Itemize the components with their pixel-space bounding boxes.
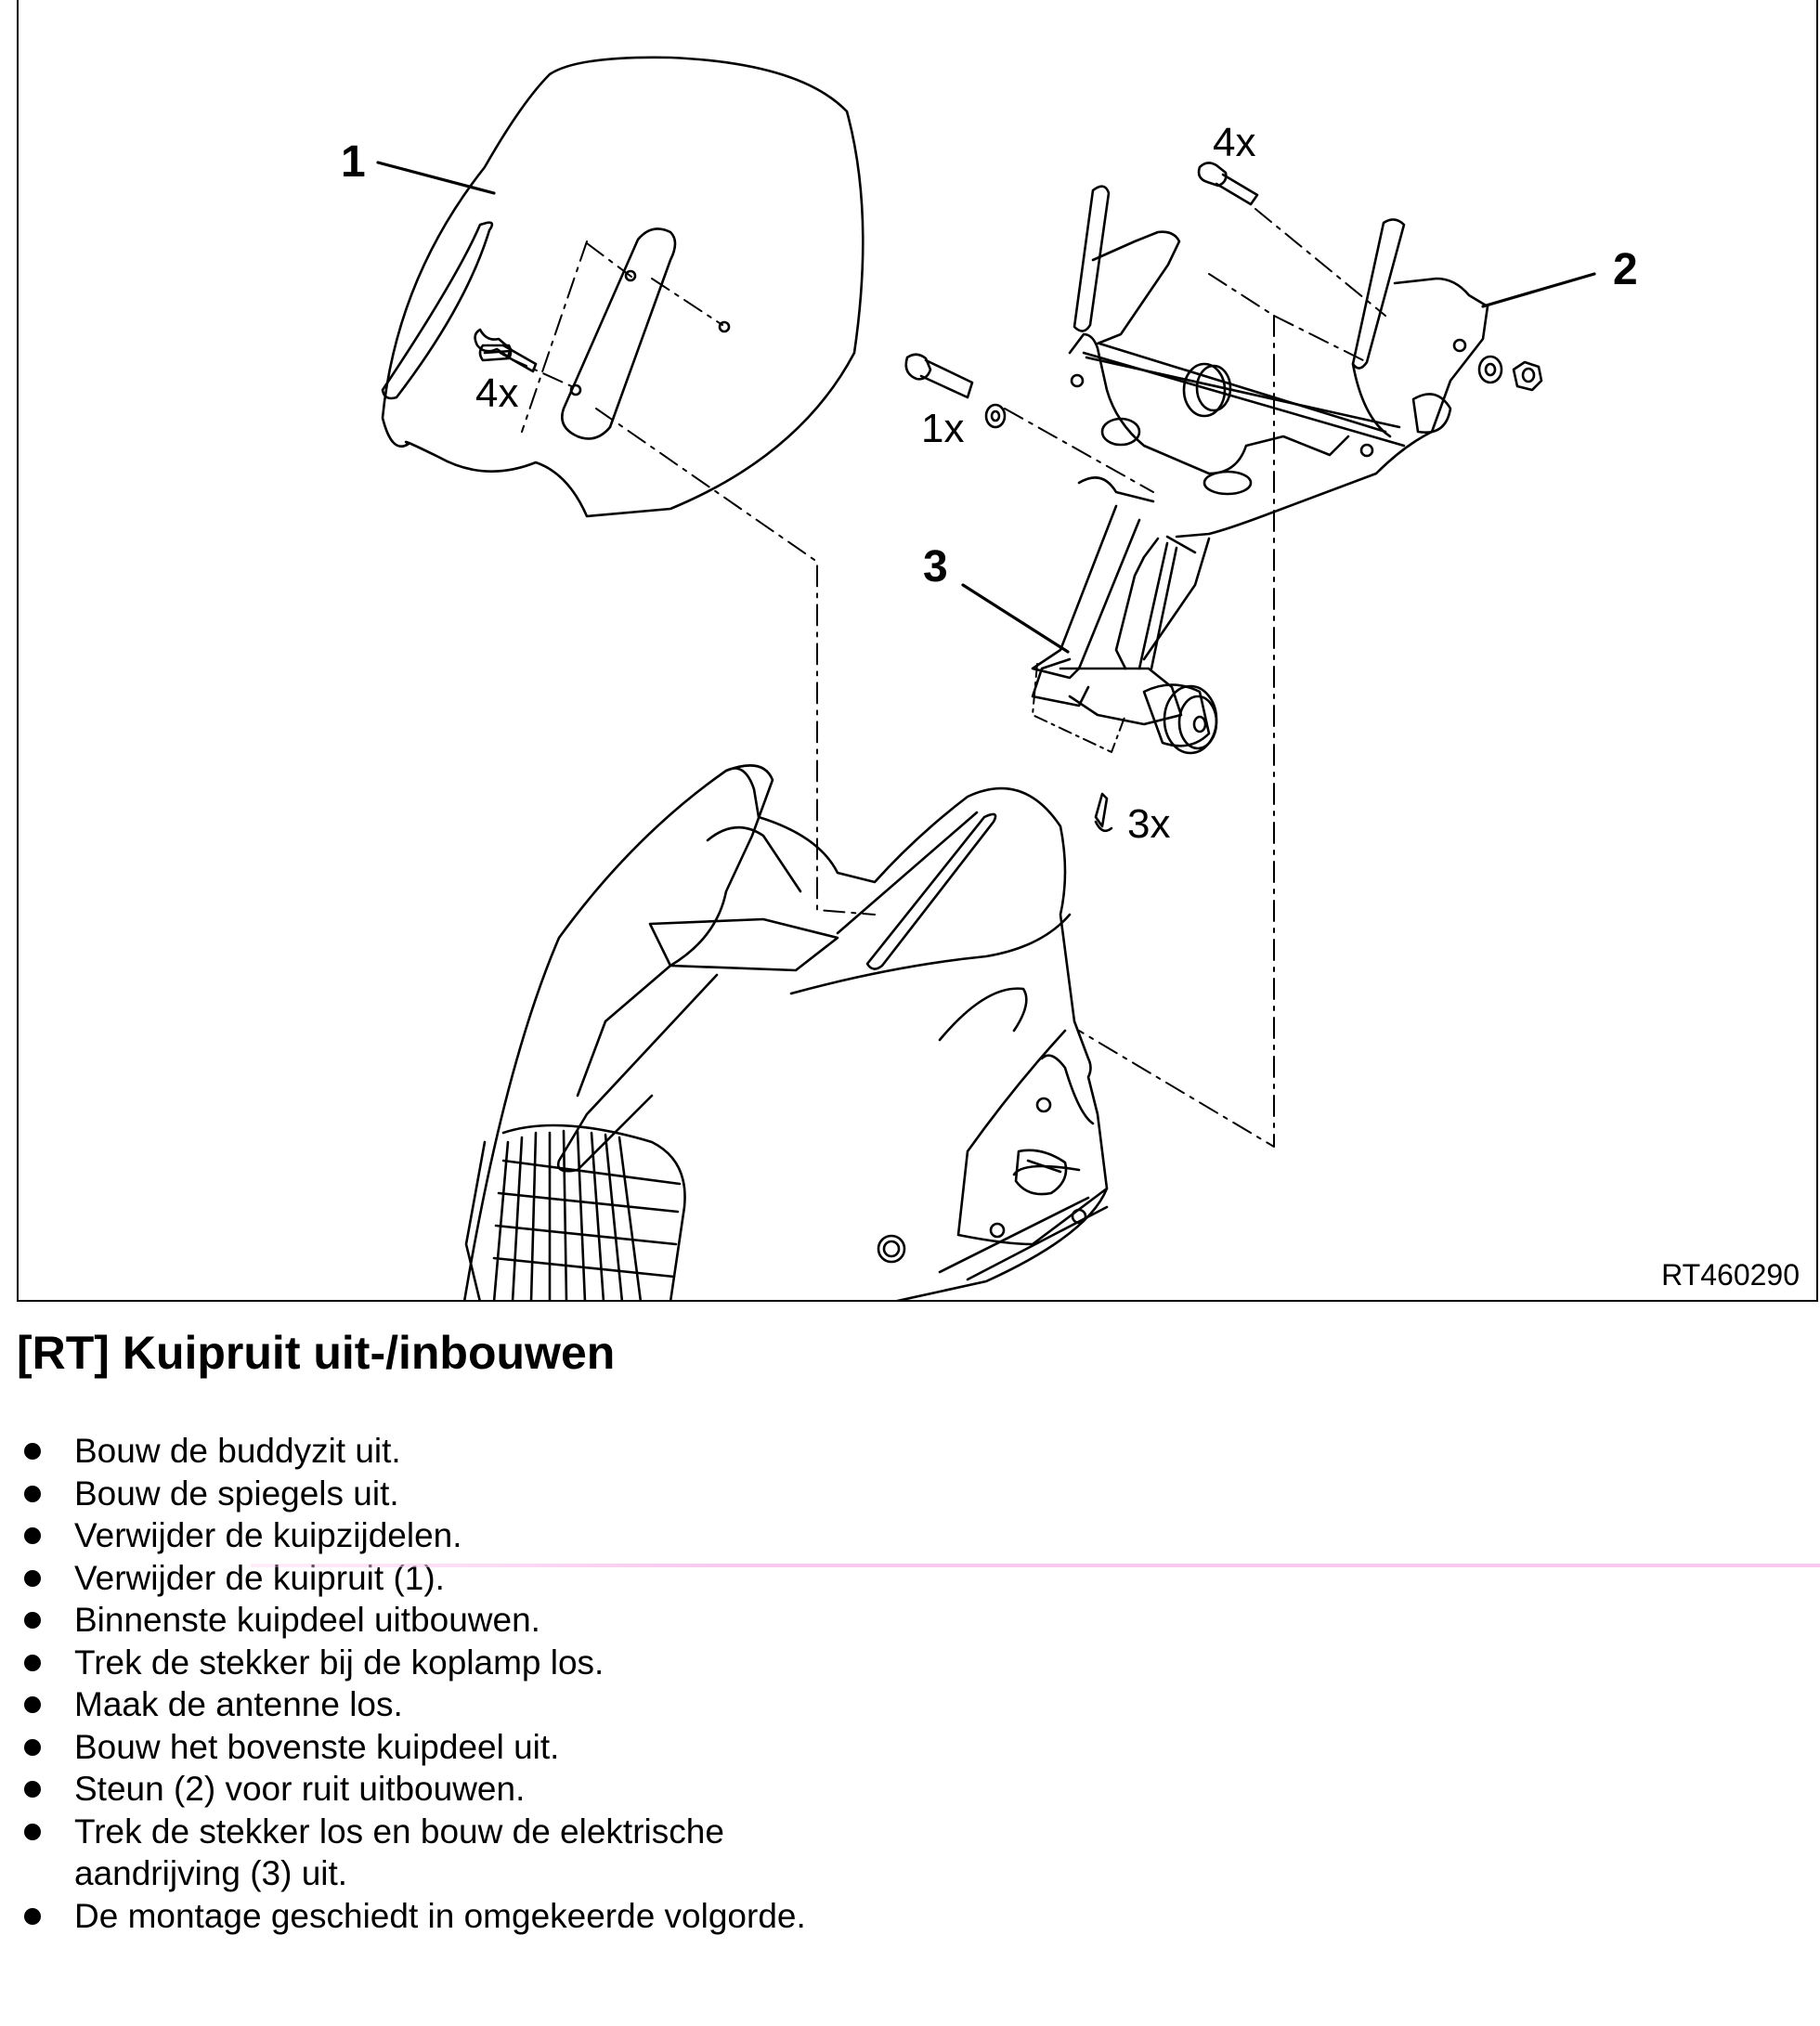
figure-frame: 1 2 3 4x 4x 1x 3x RT460290 bbox=[17, 0, 1818, 1302]
drive-screw bbox=[1094, 792, 1113, 833]
step-item: De montage geschiedt in omgekeerde volgo… bbox=[17, 1895, 929, 1938]
page-title: [RT] Kuipruit uit-/inbouwen bbox=[17, 1327, 616, 1379]
screen-screw bbox=[474, 328, 538, 373]
callout-2: 2 bbox=[1613, 245, 1638, 294]
qty-bracket-screws: 4x bbox=[1213, 120, 1255, 165]
drive-dash-box bbox=[1032, 663, 1126, 753]
windscreen-leader bbox=[376, 161, 496, 195]
bracket bbox=[1068, 185, 1489, 539]
qty-screen-screws: 4x bbox=[475, 370, 518, 416]
step-item: Bouw de spiegels uit. bbox=[17, 1473, 929, 1515]
step-item: Bouw de buddyzit uit. bbox=[17, 1430, 929, 1473]
callout-1: 1 bbox=[341, 137, 366, 187]
figure-id: RT460290 bbox=[1661, 1258, 1800, 1292]
qty-bolt: 1x bbox=[921, 406, 964, 451]
windscreen bbox=[381, 56, 864, 518]
callout-3: 3 bbox=[923, 542, 948, 591]
bracket-screw bbox=[1197, 162, 1259, 206]
bracket-leader bbox=[1481, 272, 1596, 308]
step-item-continuation: aandrijving (3) uit. bbox=[74, 1854, 348, 1892]
step-item: Binnenste kuipdeel uitbouwen. bbox=[17, 1599, 929, 1642]
step-item: Bouw het bovenste kuipdeel uit. bbox=[17, 1726, 929, 1769]
highlight-divider bbox=[251, 1564, 1820, 1567]
drive-leader bbox=[961, 583, 1070, 654]
fairing bbox=[462, 764, 1109, 1302]
qty-drive-screws: 3x bbox=[1127, 801, 1170, 847]
procedure-steps: Bouw de buddyzit uit. Bouw de spiegels u… bbox=[17, 1430, 929, 1937]
long-bolt bbox=[904, 353, 1007, 429]
step-item: Steun (2) voor ruit uitbouwen. bbox=[17, 1768, 929, 1811]
step-item: Verwijder de kuipzijdelen. bbox=[17, 1514, 929, 1557]
step-item: Trek de stekker los en bouw de elektrisc… bbox=[17, 1811, 929, 1853]
step-item: Maak de antenne los. bbox=[17, 1683, 929, 1726]
step-item: Trek de stekker bij de koplamp los. bbox=[17, 1642, 929, 1684]
electric-drive bbox=[1031, 504, 1218, 755]
exploded-view-drawing: 1 2 3 4x 4x 1x 3x bbox=[341, 56, 1638, 1302]
